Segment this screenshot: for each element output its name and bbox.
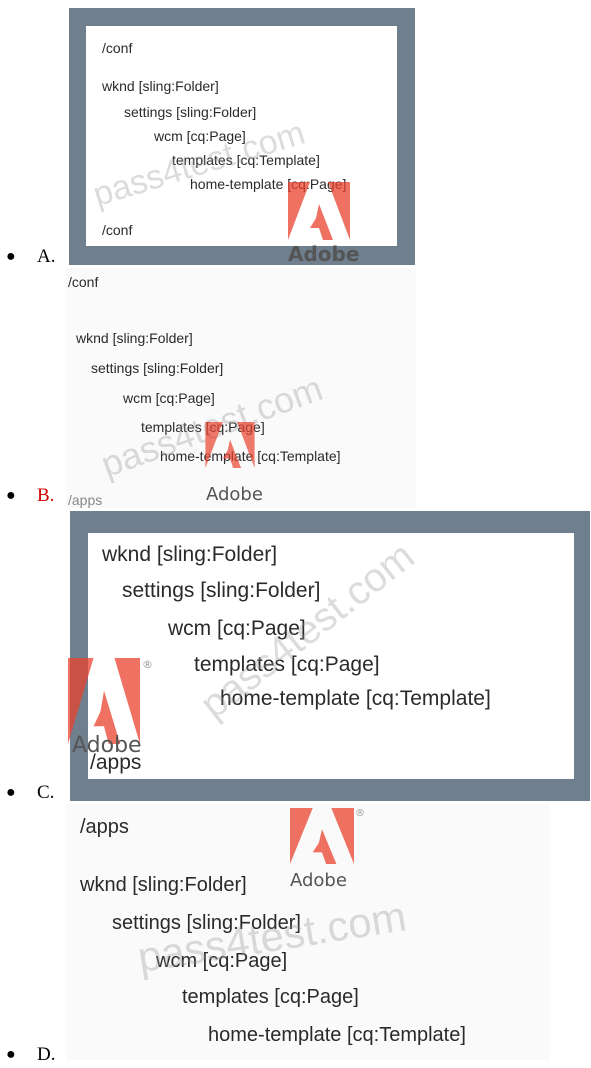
option-c-image: wknd [sling:Folder] settings [sling:Fold… [88,533,574,779]
tree-line: templates [cq:Page] [182,986,359,1008]
adobe-wordmark: Adobe [72,733,142,758]
adobe-logo-icon [290,808,354,864]
tree-line: wknd [sling:Folder] [76,330,193,346]
tree-line: templates [cq:Template] [172,152,320,168]
tree-line: settings [sling:Folder] [112,912,301,934]
tree-line: /conf [68,274,99,290]
option-b-label: B. [37,485,55,506]
tree-line: templates [cq:Page] [141,419,265,435]
tree-line: wknd [sling:Folder] [80,874,247,896]
tree-line: home-template [cq:Template] [208,1024,466,1046]
tree-line: /conf [102,222,133,238]
adobe-logo-icon [288,182,350,240]
tree-line: templates [cq:Page] [194,653,380,676]
tree-line: settings [sling:Folder] [91,360,224,376]
tree-line: settings [sling:Folder] [124,104,257,120]
bullet-icon: ● [6,1046,16,1063]
tree-line: wcm [cq:Page] [156,950,288,972]
option-c-label: C. [37,782,55,803]
option-a-image: /conf wknd [sling:Folder] settings [slin… [86,26,397,246]
tree-line: wknd [sling:Folder] [102,543,278,566]
bullet-icon: ● [6,248,16,265]
tree-line: /apps [90,751,142,774]
bullet-icon: ● [6,487,16,504]
option-d-label: D. [37,1044,56,1065]
tree-line: /apps [80,816,129,838]
adobe-logo-icon [68,658,140,744]
tree-line: wknd [sling:Folder] [102,78,219,94]
tree-line: home-template [cq:Template] [220,687,491,710]
tree-line: wcm [cq:Page] [123,390,215,406]
registered-mark: ® [355,808,365,819]
tree-line: settings [sling:Folder] [122,579,321,602]
adobe-wordmark: Adobe [290,870,347,891]
adobe-logo-icon [205,422,255,468]
adobe-wordmark: Adobe [288,242,360,266]
bullet-icon: ● [6,784,16,801]
option-a-label: A. [37,246,56,267]
tree-line: /apps [68,492,103,508]
tree-line: wcm [cq:Page] [154,128,246,144]
option-b-image: /conf wknd [sling:Folder] settings [slin… [66,268,416,508]
option-d-image: /apps wknd [sling:Folder] settings [slin… [66,804,550,1060]
registered-mark: ® [142,658,153,671]
tree-line: /conf [102,40,133,56]
tree-line: wcm [cq:Page] [168,617,306,640]
adobe-wordmark: Adobe [206,484,263,505]
